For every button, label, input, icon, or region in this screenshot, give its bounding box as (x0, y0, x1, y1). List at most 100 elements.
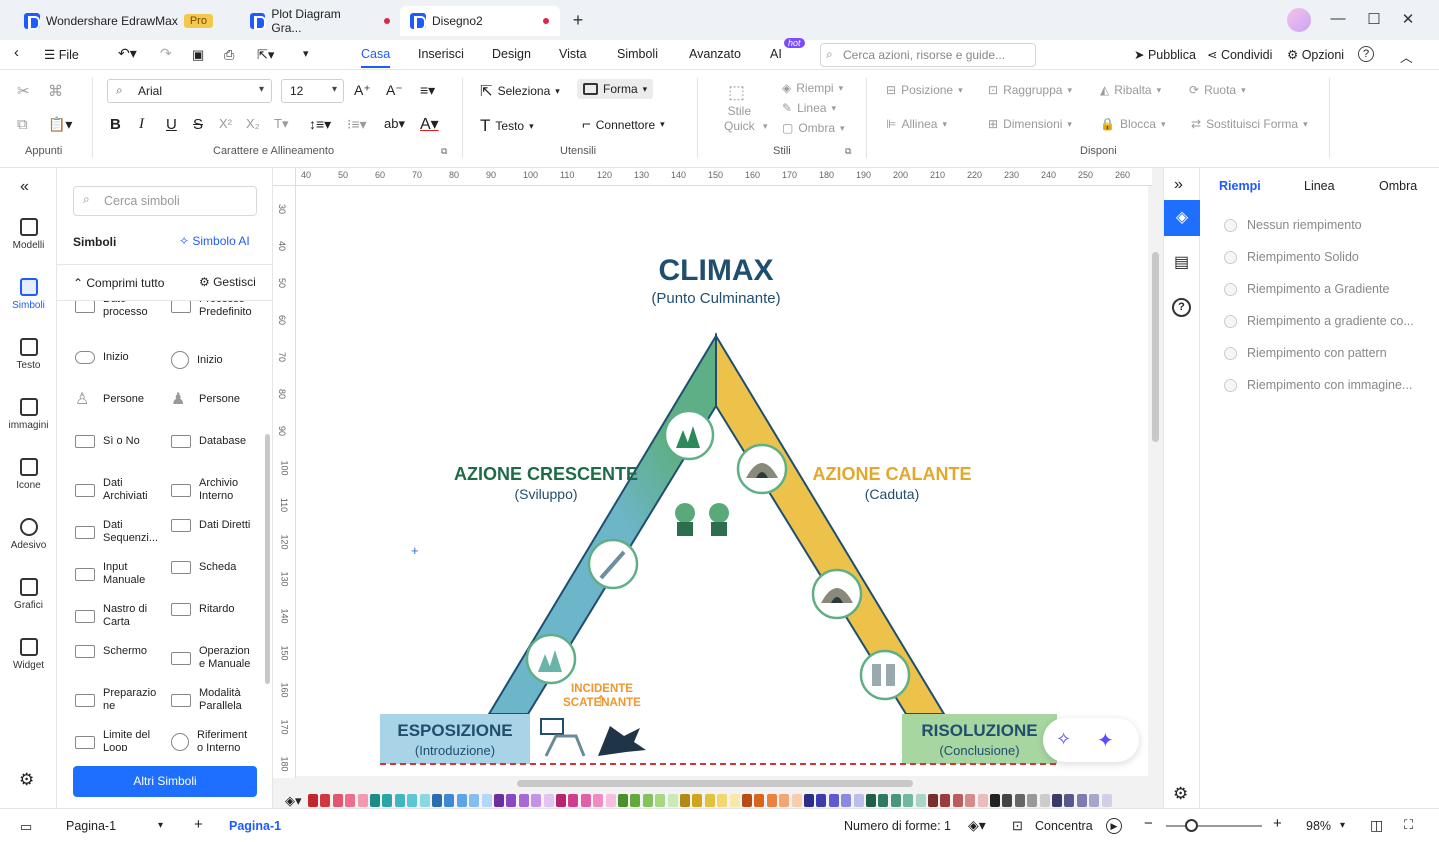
color-swatch[interactable] (481, 794, 492, 807)
copy-icon[interactable]: ⧉ (17, 116, 28, 133)
settings-gear-icon[interactable]: ⚙ (1173, 784, 1189, 803)
avatar[interactable] (1287, 8, 1311, 32)
document-page-icon[interactable]: ▤ (1174, 254, 1190, 271)
color-swatch[interactable] (407, 794, 418, 807)
color-swatch[interactable] (556, 794, 566, 807)
color-swatch[interactable] (1014, 794, 1025, 807)
superscript-icon[interactable]: X² (219, 116, 232, 131)
minimize-button[interactable]: — (1330, 10, 1346, 27)
symbol-item[interactable]: Sì o No (75, 435, 167, 448)
color-swatch[interactable] (469, 794, 480, 807)
zoom-slider[interactable] (1166, 825, 1262, 827)
color-swatch[interactable] (456, 794, 467, 807)
font-size-select[interactable]: 12 (281, 79, 344, 103)
layers-icon[interactable]: ◈▾ (968, 817, 986, 833)
zoom-slider-thumb[interactable] (1185, 819, 1198, 832)
symbol-item[interactable]: ♙Persone (75, 392, 167, 408)
connector-button[interactable]: ⌐Connettore▾ (582, 116, 665, 133)
more-symbols-button[interactable]: Altri Simboli (73, 766, 257, 797)
back-icon[interactable]: ‹ (14, 44, 19, 61)
line-spacing-icon[interactable]: ↕≡▾ (309, 116, 332, 132)
color-swatch[interactable] (1101, 794, 1112, 807)
color-swatch[interactable] (779, 794, 790, 807)
color-swatch[interactable] (332, 794, 343, 807)
color-swatch[interactable] (903, 794, 914, 807)
share-button[interactable]: ⋖ Condividi (1207, 48, 1273, 62)
sidebar-item-simboli[interactable]: Simboli (0, 278, 57, 311)
book-icon[interactable]: ◫ (1370, 817, 1384, 833)
color-swatch[interactable] (890, 794, 901, 807)
subscript-icon[interactable]: X₂ (246, 116, 260, 131)
color-swatch[interactable] (382, 794, 393, 807)
page-tab-pagina-1[interactable]: Pagina-1 (229, 819, 282, 833)
select-button[interactable]: ⇱Seleziona▾ (480, 83, 560, 100)
shadow-button[interactable]: ▢Ombra▾ (782, 121, 845, 135)
font-color-icon[interactable]: A▾ (420, 116, 439, 133)
undo-icon[interactable]: ↶▾ (118, 45, 137, 61)
color-swatch[interactable] (494, 794, 504, 807)
zoom-in-button[interactable]: + (1273, 815, 1282, 832)
color-swatch[interactable] (531, 794, 542, 807)
help-icon[interactable]: ? (1358, 46, 1374, 62)
color-swatch[interactable] (432, 794, 442, 807)
color-swatch[interactable] (1027, 794, 1038, 807)
symbol-item[interactable]: Inizio (75, 351, 167, 364)
options-button[interactable]: ⚙ Opzioni (1287, 48, 1345, 62)
sidebar-item-grafici[interactable]: Grafici (0, 578, 57, 611)
symbol-item[interactable]: Ritardo (171, 603, 263, 616)
symbol-item[interactable]: Dato processo (75, 301, 167, 319)
symbol-ai-button[interactable]: ✧ Simbolo AI (179, 234, 250, 248)
expand-dialog-icon[interactable]: ⧉ (441, 146, 448, 156)
tab-disegno2[interactable]: Disegno2 (400, 6, 560, 36)
align-button[interactable]: ⊫Allinea▾ (886, 117, 948, 131)
color-swatch[interactable] (1089, 794, 1100, 807)
color-swatch[interactable] (320, 794, 331, 807)
color-swatch[interactable] (977, 794, 988, 807)
horizontal-scrollbar[interactable] (517, 780, 913, 787)
maximize-button[interactable]: ☐ (1367, 11, 1381, 28)
symbol-item[interactable]: Limite del Loop (75, 729, 167, 751)
color-swatch[interactable] (630, 794, 641, 807)
zoom-out-button[interactable]: − (1144, 815, 1153, 832)
quick-style-label[interactable]: Stile Quick (724, 104, 755, 133)
size-button[interactable]: ⊞Dimensioni▾ (988, 117, 1072, 131)
color-swatch[interactable] (1052, 794, 1062, 807)
position-button[interactable]: ⊟Posizione▾ (886, 83, 963, 97)
fill-option[interactable]: Riempimento a gradiente co... (1224, 314, 1414, 328)
ai-magic-wand-icon[interactable]: ✧ (1056, 729, 1072, 749)
manage-button[interactable]: ⚙ Gestisci (199, 275, 256, 289)
bullet-list-icon[interactable]: ⁝≡▾ (347, 116, 367, 132)
tab-linea[interactable]: Linea (1304, 179, 1335, 193)
close-button[interactable]: ✕ (1401, 11, 1415, 28)
expand-dialog-icon[interactable]: ⧉ (845, 146, 852, 156)
help-circle-icon[interactable]: ? (1172, 298, 1191, 317)
text-case-icon[interactable]: T▾ (274, 116, 289, 131)
menu-casa[interactable]: Casa (361, 47, 391, 68)
color-swatch[interactable] (816, 794, 827, 807)
flip-button[interactable]: ◭Ribalta▾ (1100, 83, 1162, 97)
tab-plot-diagram[interactable]: Plot Diagram Gra... (240, 6, 400, 36)
color-swatch[interactable] (940, 794, 951, 807)
color-swatch[interactable] (680, 794, 690, 807)
expand-panel-icon[interactable]: » (1174, 176, 1183, 193)
search-input[interactable]: Cerca azioni, risorse e guide... (820, 43, 1036, 67)
color-swatch[interactable] (828, 794, 839, 807)
sidebar-item-testo[interactable]: Testo (0, 338, 57, 371)
font-family-select[interactable]: Arial (107, 79, 272, 103)
symbol-item[interactable]: ♟Persone (171, 392, 263, 408)
color-swatch[interactable] (853, 794, 864, 807)
color-swatch[interactable] (618, 794, 628, 807)
symbol-item[interactable]: Processo Predefinito (171, 301, 263, 319)
quick-access-dropdown-icon[interactable]: ▾ (303, 48, 309, 60)
fill-option[interactable]: Riempimento a Gradiente (1224, 282, 1389, 296)
color-swatch[interactable] (370, 794, 380, 807)
color-swatch[interactable] (729, 794, 740, 807)
symbol-item[interactable]: Operazion e Manuale (171, 645, 263, 671)
color-swatch[interactable] (655, 794, 666, 807)
vertical-scrollbar[interactable] (1152, 252, 1159, 442)
color-swatch[interactable] (965, 794, 976, 807)
sidebar-item-widget[interactable]: Widget (0, 638, 57, 671)
color-swatch[interactable] (419, 794, 430, 807)
color-swatch[interactable] (568, 794, 579, 807)
save-icon[interactable]: ▣ (192, 47, 205, 62)
